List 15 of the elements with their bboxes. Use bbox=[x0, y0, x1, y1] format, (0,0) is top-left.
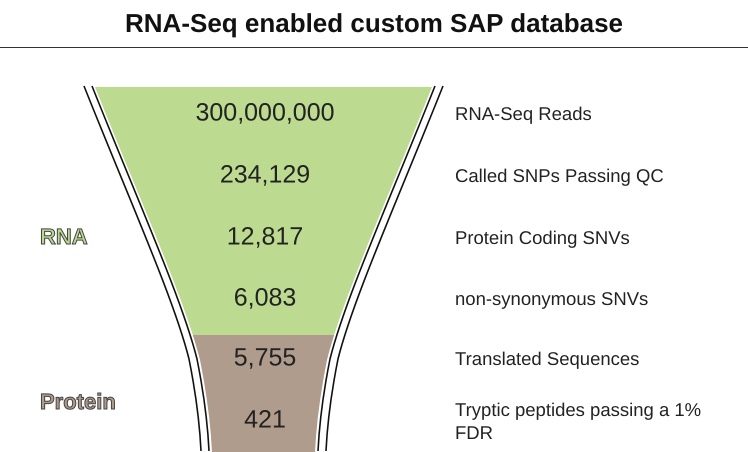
count-value: 234,129 bbox=[218, 160, 312, 190]
count-value: 5,755 bbox=[232, 344, 298, 372]
step-description: non-synonymous SNVs bbox=[455, 287, 650, 310]
step-description: Protein Coding SNVs bbox=[455, 226, 631, 249]
step-description: Called SNPs Passing QC bbox=[455, 164, 665, 187]
count-value: 12,817 bbox=[226, 222, 304, 252]
step-description: Translated Sequences bbox=[455, 347, 640, 370]
stage-label: RNA bbox=[40, 224, 88, 250]
count-value: 421 bbox=[243, 406, 287, 434]
stage-label: Protein bbox=[40, 389, 116, 415]
count-value: 300,000,000 bbox=[194, 98, 336, 128]
title: RNA-Seq enabled custom SAP database bbox=[124, 8, 624, 39]
step-description: Tryptic peptides passing a 1% FDR bbox=[455, 398, 702, 444]
step-description: RNA-Seq Reads bbox=[455, 102, 593, 125]
count-value: 6,083 bbox=[232, 284, 298, 312]
